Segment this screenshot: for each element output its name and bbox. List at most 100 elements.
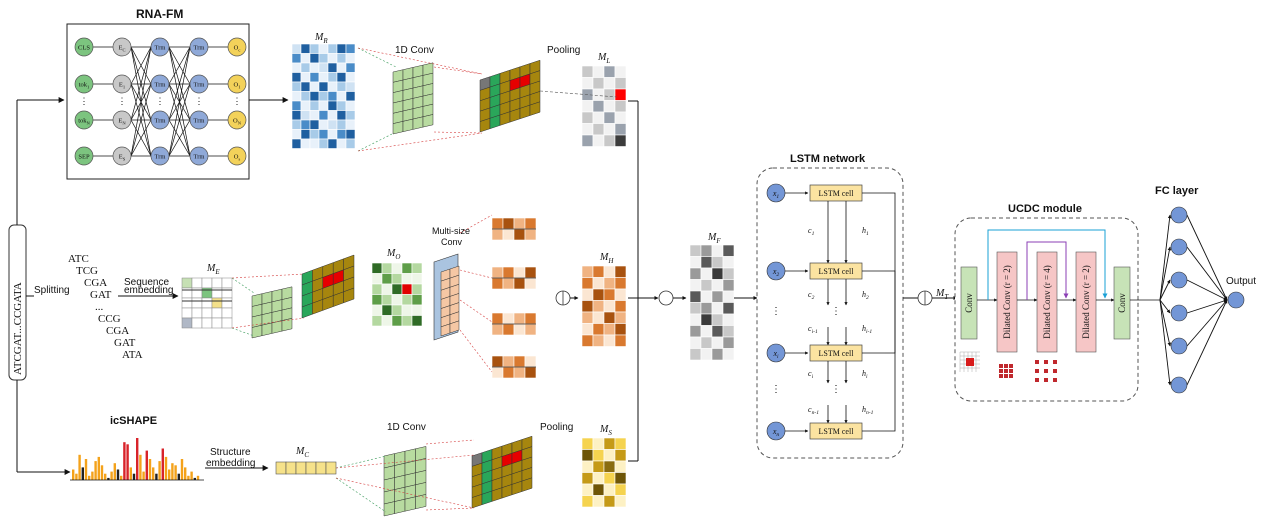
dashed-link [335, 477, 475, 509]
icshape-bar [196, 475, 200, 480]
mo-cell [401, 262, 413, 274]
mr-cell [327, 62, 338, 73]
conv-cell [402, 118, 414, 133]
ms-cell [581, 483, 594, 496]
mr-cell [336, 81, 347, 92]
mc-cell [315, 461, 327, 475]
rna-fm-node-label: O1 [234, 82, 241, 90]
conv-cell [261, 322, 273, 337]
me-cell [201, 297, 213, 309]
conv1d-bottom-filter [383, 446, 427, 517]
multisize-label-2: Conv [441, 237, 463, 247]
me-cell [211, 317, 223, 329]
kernel-icon-r2 [1009, 364, 1013, 368]
icshape-bar [193, 477, 196, 480]
mf-cell [700, 325, 713, 338]
rna-fm-node-label: Trm [155, 82, 166, 89]
rna-fm-node [74, 37, 94, 57]
ms-cell [614, 437, 627, 450]
struct-embed-label-2: embedding [206, 458, 255, 469]
mo-cell [381, 315, 393, 327]
input-sequence: ATCGAT...CCGATA [8, 224, 27, 381]
ml-cell [592, 123, 605, 136]
ml-cell [581, 65, 594, 78]
matrix-MF: MF [689, 232, 735, 361]
ms-cell [592, 437, 605, 450]
lstm-input-label: xi [772, 349, 779, 360]
ms-cell [581, 449, 594, 462]
multisize-label-1: Multi-size [432, 226, 470, 236]
mr-cell [327, 110, 338, 121]
ml-cell [592, 65, 605, 78]
icshape-bar [145, 450, 148, 480]
icshape-bar [88, 475, 91, 480]
fc-node [1170, 376, 1188, 394]
mf-cell [722, 256, 735, 269]
multi-size-output-cell [491, 266, 504, 279]
mf-cell [711, 313, 724, 326]
conv-to-feature-dashes [357, 47, 483, 152]
ms-cell [581, 472, 594, 485]
mr-cell [309, 129, 320, 140]
mr-cell [336, 119, 347, 130]
multi-size-output-cell [524, 366, 537, 379]
icshape-bar [139, 454, 142, 480]
mo-cell [391, 283, 403, 295]
dashed-link [335, 477, 387, 513]
icshape-bar [94, 461, 97, 480]
me-cell [181, 307, 193, 319]
lstm-h-label: hi [862, 369, 868, 380]
dashed-link [459, 329, 493, 373]
lstm-c-label: ci [808, 369, 814, 380]
mr-cell [336, 53, 347, 64]
mh-cell [614, 334, 627, 347]
conv-cell [412, 116, 424, 130]
ml-cell [592, 77, 605, 90]
kernel-icon-r4 [1053, 360, 1057, 364]
rna-fm-node [150, 146, 170, 166]
icshape-bar [107, 477, 110, 480]
ucdc-conv-out [1113, 266, 1131, 340]
lstm-cell-label: LSTM cell [819, 267, 855, 276]
me-cell [201, 277, 213, 289]
ucdc-conv-in-label: Conv [964, 293, 974, 313]
ucdc-skip-purple [1026, 241, 1069, 300]
mo-cell [411, 283, 423, 295]
rna-fm-node [189, 146, 209, 166]
ucdc-dilated-conv [996, 251, 1018, 353]
mr-cell [327, 72, 338, 83]
rna-fm-node [112, 37, 132, 57]
mr-cell [345, 138, 356, 149]
ml-cell [581, 123, 594, 136]
ml-cell [592, 100, 605, 113]
multi-size-output-cell [513, 355, 526, 368]
ml-cell [603, 88, 616, 101]
ml-cell [614, 100, 627, 113]
lstm-c-label: cn-1 [808, 405, 819, 416]
mf-cell [722, 267, 735, 280]
mr-cell [345, 62, 356, 73]
lstm-c-label: ci-1 [808, 324, 818, 335]
mh-cell [581, 334, 594, 347]
feature-cell [521, 477, 533, 492]
mh-cell [592, 323, 605, 336]
rna-fm-node-label: tokN [78, 118, 90, 126]
conv1d-top-label: 1D Conv [395, 45, 434, 56]
mr-cell [336, 110, 347, 121]
mr-cell [291, 129, 302, 140]
ml-cell [603, 111, 616, 124]
mo-cell [381, 283, 393, 295]
conv-cell [394, 498, 406, 514]
ms-cell [581, 437, 594, 450]
ml-cell [614, 77, 627, 90]
mr-cell [318, 110, 329, 121]
rna-fm-node-label: Trm [194, 82, 205, 89]
kernel-icon-r2 [999, 369, 1003, 373]
mh-cell [592, 277, 605, 290]
mh-cell [603, 300, 616, 313]
matrix-MH: MH [581, 252, 627, 347]
mr-cell [309, 91, 320, 102]
feature-map-mid [301, 254, 355, 319]
rna-fm-node-label: ES [119, 154, 126, 162]
